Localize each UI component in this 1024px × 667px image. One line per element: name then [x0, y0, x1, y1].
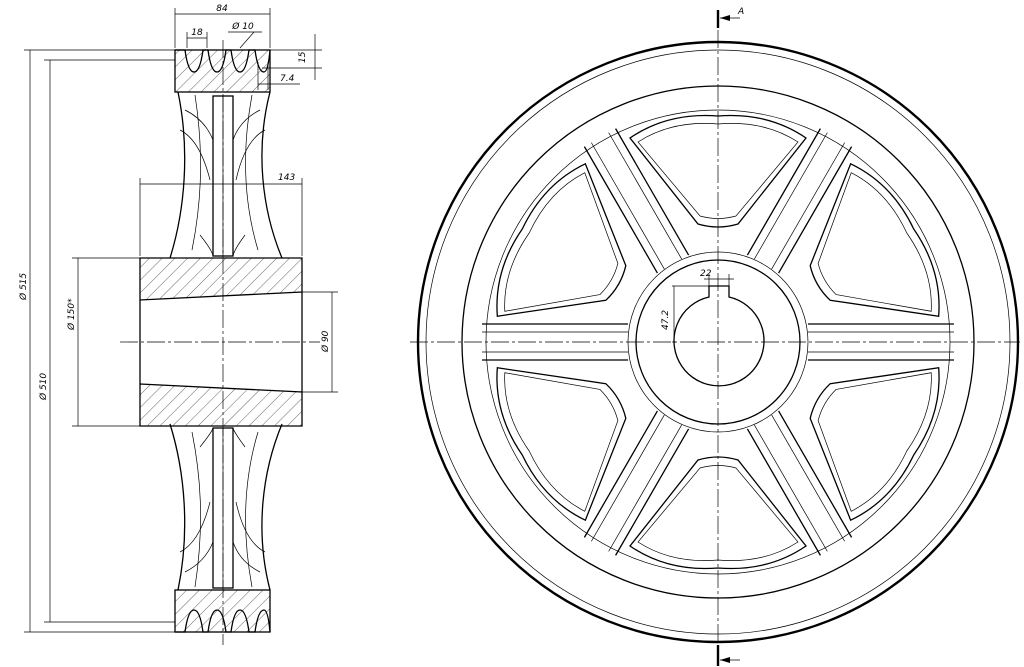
- dim-label-150: Ø 150*: [66, 298, 77, 331]
- spoke-opening: [809, 367, 940, 522]
- opening-outline: [809, 367, 940, 522]
- keyway-width-dimension: 22: [700, 269, 734, 286]
- spoke-opening: [629, 456, 807, 570]
- spoke-edge: [754, 424, 828, 552]
- spoke-opening: [629, 114, 807, 228]
- dimension-depth-15: 15: [262, 34, 322, 80]
- section-marker-bottom: [716, 645, 740, 666]
- dimension-offset-7-4: 7.4: [257, 62, 300, 90]
- dim-label-18: 18: [191, 28, 203, 38]
- spoke-edge: [615, 428, 690, 556]
- spoke-opening: [809, 162, 940, 317]
- opening-outline: [496, 162, 627, 317]
- spoke-opening: [496, 162, 627, 317]
- dim-label-143: 143: [278, 173, 295, 183]
- dimension-hub-dia: Ø 150*: [66, 257, 140, 427]
- spoke-edge: [778, 410, 853, 538]
- spoke: [583, 128, 690, 274]
- opening-outline: [809, 162, 940, 317]
- groove-profile-bottom: [175, 609, 271, 633]
- dimension-groove-pitch: 18: [186, 28, 208, 48]
- spoke-edge: [778, 146, 853, 274]
- dim-label-90: Ø 90: [320, 330, 331, 353]
- dimension-pitch-dia: Ø 510: [38, 59, 175, 623]
- spoke-edge: [608, 424, 682, 552]
- opening-fillet: [817, 172, 932, 312]
- dimension-hub-length: 143: [139, 173, 303, 256]
- openings-group: [496, 114, 940, 570]
- spoke-opening: [496, 367, 627, 522]
- opening-fillet: [637, 465, 799, 561]
- spoke: [482, 323, 628, 361]
- rim-top: [174, 49, 271, 93]
- opening-fillet: [504, 372, 619, 512]
- spoke-edge: [771, 142, 845, 270]
- dim-label-15: 15: [298, 51, 308, 63]
- opening-fillet: [637, 123, 799, 219]
- section-marker-top: A: [716, 7, 744, 28]
- keyway-depth-label: 47.2: [661, 310, 671, 330]
- dimension-bore-dia: Ø 90: [302, 291, 338, 393]
- groove-profile-top: [175, 49, 271, 73]
- spoke: [746, 128, 853, 274]
- opening-outline: [496, 367, 627, 522]
- section-marker-label: A: [737, 7, 744, 17]
- spoke-edge: [608, 132, 682, 260]
- dimension-groove-dia: Ø 10: [228, 21, 262, 49]
- dim-label-7-4: 7.4: [280, 74, 295, 84]
- dimension-outer-dia: Ø 515: [18, 49, 175, 633]
- dim-label-dia10: Ø 10: [231, 21, 254, 32]
- spoke-edge: [754, 132, 828, 260]
- opening-fillet: [817, 372, 932, 512]
- dimension-width-84: 84: [174, 4, 271, 48]
- spoke-edge: [583, 410, 658, 538]
- spoke-edge: [583, 146, 658, 274]
- spoke-edge: [615, 128, 690, 256]
- opening-fillet: [504, 172, 619, 312]
- dim-label-515: Ø 515: [18, 273, 29, 301]
- keyway-depth-dimension: 47.2: [661, 285, 709, 343]
- spoke-edge: [591, 142, 665, 270]
- web-spokes: [169, 91, 283, 591]
- spoke-edge: [746, 128, 821, 256]
- dim-label-510: Ø 510: [38, 373, 49, 401]
- opening-outline: [629, 114, 807, 228]
- spoke-edge: [746, 428, 821, 556]
- spoke-edge: [591, 414, 665, 542]
- spoke: [808, 323, 954, 361]
- keyway-width-label: 22: [700, 269, 712, 279]
- spoke: [583, 410, 690, 556]
- section-view: 84 18 Ø 10 15 7.4: [18, 4, 338, 645]
- rim-bottom: [174, 589, 271, 633]
- spokes-group: [482, 128, 954, 556]
- front-view: 22 47.2 A: [410, 7, 1020, 666]
- opening-outline: [629, 456, 807, 570]
- spoke-edge: [771, 414, 845, 542]
- bore-with-keyway: [673, 285, 765, 387]
- dim-label-84: 84: [216, 4, 228, 14]
- spoke: [746, 410, 853, 556]
